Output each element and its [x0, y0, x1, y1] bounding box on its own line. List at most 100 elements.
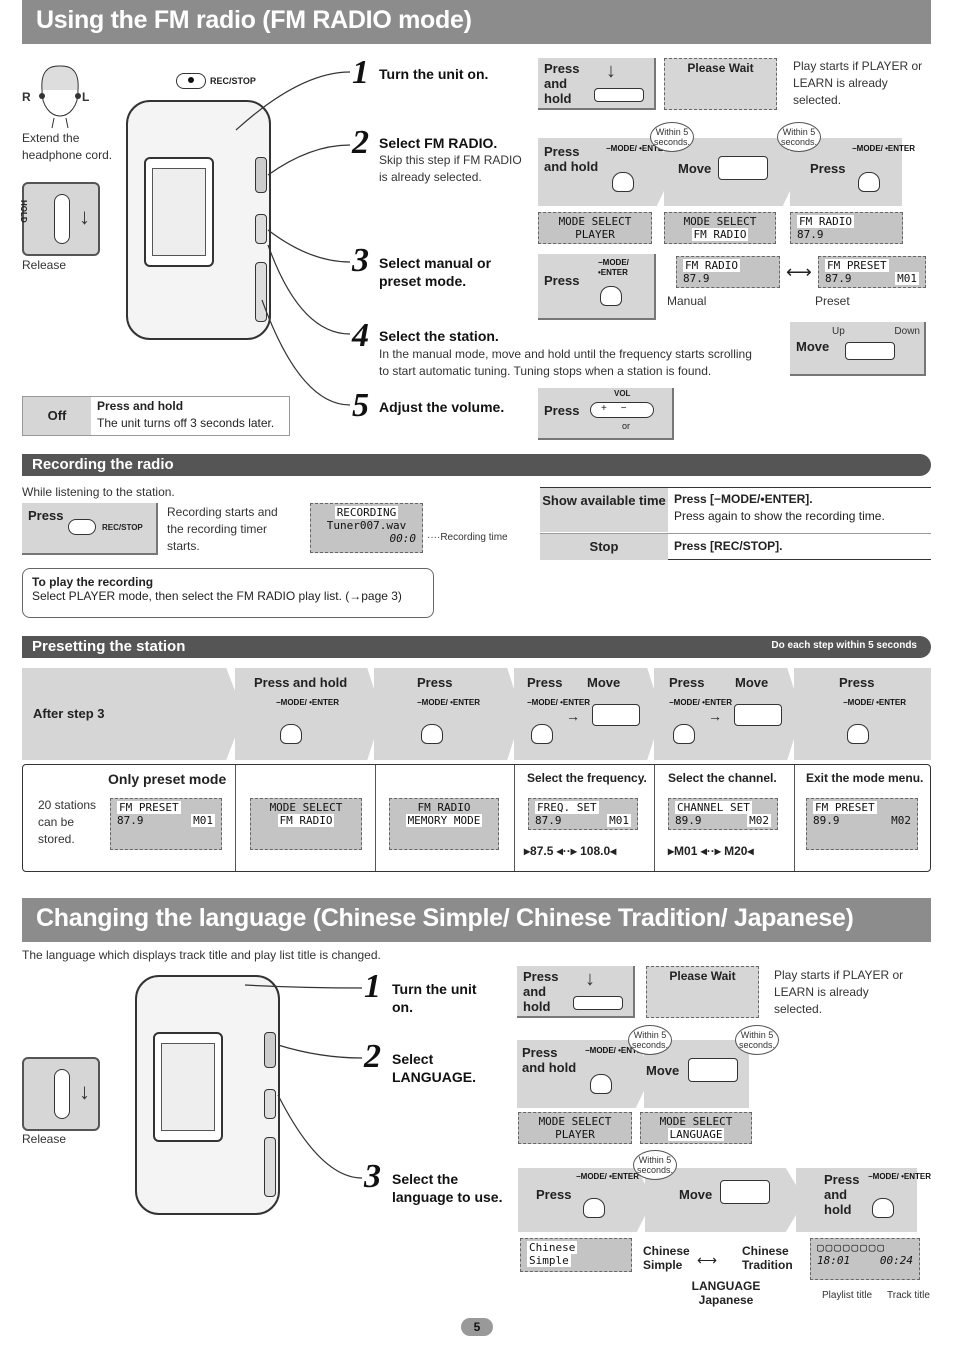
step4-move-label: Move: [796, 339, 830, 354]
step-3-number: 3: [352, 242, 369, 279]
within5-bubble: Within 5 seconds.: [650, 122, 694, 152]
mode-enter-label: −MODE/ •ENTER: [606, 144, 670, 153]
headphone-note: Extend the headphone cord.: [22, 131, 113, 162]
step2-press-hold-box: [538, 138, 673, 206]
lcd-line: PLAYER: [575, 228, 615, 241]
preset-col-1: [235, 668, 382, 760]
arrow-down-icon: ↓: [606, 60, 616, 82]
jog-dial-icon-4: [734, 704, 782, 726]
lcd-line: MODE SELECT: [683, 215, 757, 228]
lang-step3-press-hold-label: Press and hold: [824, 1172, 860, 1217]
down-label: Down: [894, 326, 920, 337]
step-4-number: 4: [352, 317, 369, 354]
mode-enter-label-7: −MODE/ •ENTER: [669, 698, 733, 707]
r-label: R: [22, 90, 31, 104]
lang-step-2-title: Select LANGUAGE.: [392, 1051, 476, 1085]
lcd-line: FM RADIO: [797, 215, 854, 228]
press-hold-label: Press and hold: [544, 61, 580, 106]
finger-press-icon-2: [858, 172, 880, 192]
lcd-line: Tuner007.wav: [326, 519, 407, 532]
rec-button-icon: [68, 519, 96, 535]
language-section-title-text: Changing the language (Chinese Simple/ C…: [36, 904, 854, 932]
lcd-line: M01: [191, 814, 215, 827]
step5-press-box: Press VOL + − or: [538, 388, 674, 440]
preset-col-5-label: Press: [839, 675, 875, 690]
range-hi: 108.0: [580, 844, 611, 858]
step2-move-label: Move: [678, 161, 712, 176]
select-channel-label: Select the channel.: [668, 771, 777, 785]
step-2-desc: Skip this step if FM RADIO is already se…: [379, 153, 522, 184]
lang-within5-bubble-3: Within 5 seconds.: [633, 1150, 677, 1180]
up-label: Up: [832, 326, 845, 337]
step-2-number: 2: [352, 124, 369, 161]
lang-step2-press-hold-box: [517, 1040, 652, 1108]
lang-lcd-chinese: Chinese Simple: [520, 1238, 632, 1272]
preset-col-4-label: Press: [669, 675, 705, 690]
preset-col-2: [374, 668, 522, 760]
please-wait-lcd: Please Wait: [664, 58, 777, 110]
lcd-line: FM PRESET: [813, 801, 877, 814]
finger-press-icon-9: [590, 1074, 612, 1094]
arrow-right-icon: →: [566, 708, 580, 724]
off-label: Off: [23, 397, 91, 435]
lcd-line: 00:0: [389, 532, 417, 545]
finger-press-icon-5: [421, 724, 443, 744]
mode-enter-label-2: −MODE/ •ENTER: [852, 144, 916, 153]
mode-enter-label-5: −MODE/ •ENTER: [417, 698, 481, 707]
cycle-arrow-icon: ⟷: [697, 1252, 718, 1268]
dial-icon-2: [573, 996, 623, 1010]
ch-lo: M01: [674, 844, 698, 858]
lcd-line: 89.9: [675, 814, 702, 827]
player-device-illustration-2: [135, 975, 280, 1215]
lcd-fmradio-freq: FM RADIO 87.9: [790, 212, 903, 244]
play-recording-title: To play the recording: [32, 575, 154, 589]
lcd-line: 87.9: [683, 272, 710, 285]
manual-label: Manual: [667, 294, 707, 308]
preset-label: Preset: [815, 294, 850, 308]
finger-press-icon-8: [847, 724, 869, 744]
mode-enter-label-10: −MODE/ •ENTER: [576, 1172, 640, 1181]
table-row-label: Stop: [540, 534, 668, 560]
step3-press-label: Press: [544, 273, 580, 288]
lang-within5-bubble: Within 5 seconds.: [628, 1025, 672, 1055]
finger-press-icon-3: [600, 286, 622, 306]
preset-col-2-label: Press: [417, 675, 453, 690]
lang-please-wait-lcd: Please Wait: [646, 966, 759, 1018]
stations-note: 20 stations can be stored.: [38, 798, 97, 846]
table-row-desc: Press again to show the recording time.: [674, 509, 885, 523]
lcd-line: FM RADIO: [683, 259, 740, 272]
double-arrow-icon: ⟷: [786, 262, 812, 282]
lcd-line: 87.9: [535, 814, 562, 827]
player-device-illustration: [126, 100, 271, 340]
lcd-line: LANGUAGE: [667, 1128, 725, 1141]
preset-col-3-label2: Move: [587, 675, 621, 690]
chinese-simple-label: Chinese Simple: [643, 1244, 690, 1272]
arrow-right-icon-2: →: [708, 708, 722, 724]
lcd-preset-3: FM RADIO MEMORY MODE: [389, 798, 499, 850]
step-2-title: Select FM RADIO.: [379, 135, 498, 151]
table-row-action: Press [REC/STOP].: [674, 539, 783, 553]
jog-dial-icon: [718, 156, 768, 180]
jog-dial-icon-5: [688, 1058, 738, 1082]
lcd-preset-2: MODE SELECT FM RADIO: [250, 798, 362, 850]
lcd-line: 00:24: [879, 1254, 913, 1267]
lcd-line: 18:01: [817, 1254, 851, 1267]
lang-lcd-mode-player: MODE SELECT PLAYER: [518, 1112, 632, 1144]
press-hold-power-box: Press and hold ↓: [538, 58, 656, 110]
jog-dial-icon-3: [592, 704, 640, 726]
lcd-line: FREQ. SET: [535, 801, 599, 814]
lang-step3-move-label: Move: [679, 1187, 713, 1202]
play-recording-box: To play the recording Select PLAYER mode…: [22, 568, 434, 618]
lcd-line: MODE SELECT: [538, 1115, 612, 1128]
jog-dial-icon-6: [720, 1180, 770, 1204]
within5-bubble-2: Within 5 seconds.: [777, 122, 821, 152]
after-step3-box: [22, 668, 244, 760]
lcd-line: Chinese: [527, 1241, 578, 1254]
lcd-manual: FM RADIO 87.9: [676, 256, 780, 288]
rec-stop-label: REC/STOP: [210, 76, 256, 86]
